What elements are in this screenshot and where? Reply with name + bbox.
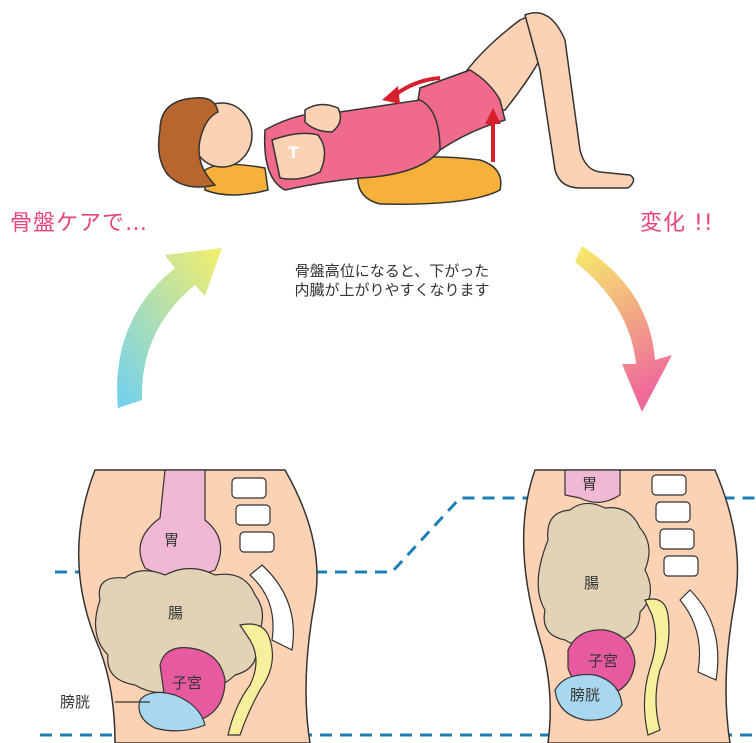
- rotate-arrow-head: [382, 86, 400, 104]
- head-cushion: [205, 164, 268, 195]
- right-caption: 変化 !!: [640, 205, 714, 237]
- uterus-label: 子宮: [172, 674, 202, 692]
- explanation-line-1: 骨盤高位になると、下がった: [242, 262, 542, 281]
- uterus-label: 子宮: [588, 652, 618, 670]
- right-curved-arrow: [575, 246, 672, 412]
- shin: [525, 13, 634, 188]
- intestine-label: 腸: [584, 574, 599, 592]
- explanation-text: 骨盤高位になると、下がった 内臓が上がりやすくなります: [242, 262, 542, 300]
- shirt-logo: T: [288, 143, 299, 162]
- bladder-label: 膀胱: [570, 686, 600, 704]
- pelvis-after: 胃 腸 子宮 膀胱: [524, 470, 738, 743]
- pelvis-before: 胃 腸 子宮 膀胱: [60, 470, 317, 743]
- stomach-label: 胃: [582, 475, 597, 493]
- intestine-label: 腸: [168, 604, 183, 622]
- bladder-label: 膀胱: [60, 693, 90, 711]
- left-caption: 骨盤ケアで…: [10, 205, 148, 237]
- explanation-line-2: 内臓が上がりやすくなります: [242, 281, 542, 300]
- stomach-label: 胃: [164, 531, 179, 549]
- woman-figure: T: [159, 13, 634, 204]
- left-curved-arrow: [117, 248, 222, 408]
